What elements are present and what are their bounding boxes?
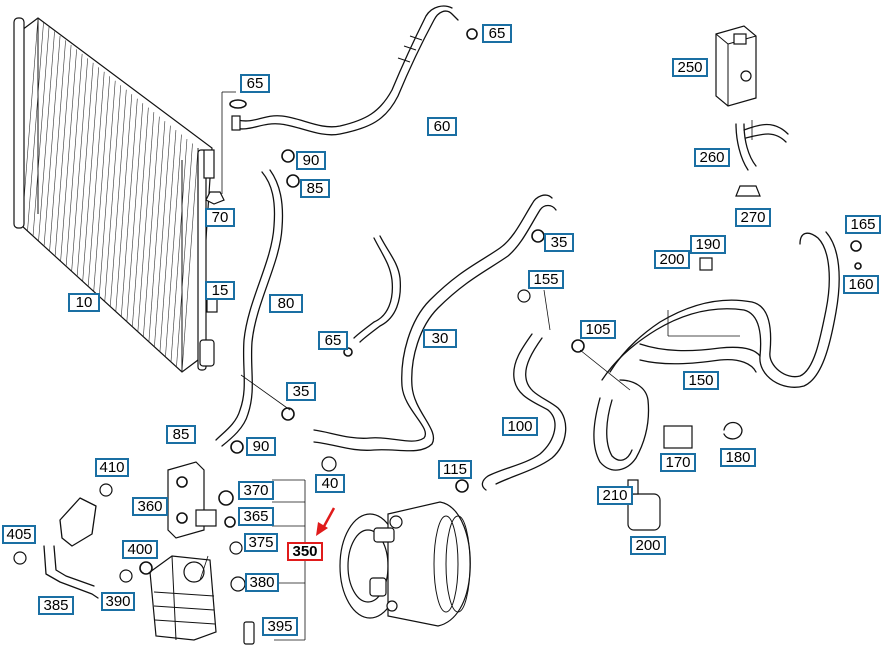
callout-365[interactable]: 365 bbox=[238, 507, 274, 526]
condenser-fin bbox=[93, 76, 111, 292]
condenser-fin bbox=[65, 53, 83, 267]
leader-lines bbox=[199, 91, 753, 641]
condenser-fin bbox=[132, 107, 149, 327]
condenser-fin bbox=[126, 103, 144, 322]
callout-155[interactable]: 160 bbox=[843, 275, 879, 294]
callout-390[interactable]: 385 bbox=[38, 596, 74, 615]
callout-385[interactable]: 395 bbox=[262, 617, 298, 636]
callout-15[interactable]: 15 bbox=[205, 281, 235, 300]
callout-65[interactable]: 65 bbox=[240, 74, 270, 93]
callout-210[interactable]: 210 bbox=[597, 486, 633, 505]
expansion-valve-drawing bbox=[167, 461, 217, 539]
condenser-fin bbox=[21, 17, 39, 227]
condenser-fin bbox=[137, 112, 155, 332]
callout-400[interactable]: 400 bbox=[122, 540, 158, 559]
callout-165[interactable]: 180 bbox=[720, 448, 756, 467]
condenser-fin bbox=[43, 35, 61, 247]
condenser-fin bbox=[71, 58, 88, 272]
callout-100[interactable]: 100 bbox=[502, 417, 538, 436]
callout-40[interactable]: 40 bbox=[315, 474, 345, 493]
highlight-arrow bbox=[316, 507, 336, 536]
hose-rib bbox=[409, 35, 423, 41]
condenser-fin bbox=[148, 121, 166, 342]
condenser-fin bbox=[165, 134, 182, 357]
callout-10[interactable]: 10 bbox=[68, 293, 100, 312]
callout-65[interactable]: 65 bbox=[318, 331, 348, 350]
compressor-drawing bbox=[339, 501, 471, 627]
callout-115[interactable]: 155 bbox=[528, 270, 564, 289]
callout-150[interactable]: 150 bbox=[683, 371, 719, 390]
callout-190[interactable]: 200 bbox=[654, 250, 690, 269]
callout-170[interactable]: 170 bbox=[660, 453, 696, 472]
condenser-fin bbox=[54, 44, 72, 257]
condenser-fin bbox=[109, 89, 127, 307]
callout-270[interactable]: 270 bbox=[735, 208, 771, 227]
callout-35[interactable]: 35 bbox=[286, 382, 316, 401]
small-parts bbox=[13, 28, 862, 645]
callout-405[interactable]: 405 bbox=[2, 525, 36, 544]
callout-105[interactable]: 105 bbox=[580, 320, 616, 339]
condenser-fin bbox=[60, 49, 77, 262]
callout-370[interactable]: 370 bbox=[238, 481, 274, 500]
condenser-fin bbox=[115, 94, 133, 312]
condenser-fin bbox=[49, 40, 66, 252]
callout-30[interactable]: 30 bbox=[423, 329, 457, 348]
callout-80[interactable]: 80 bbox=[269, 294, 303, 313]
callout-395[interactable]: 390 bbox=[101, 592, 135, 611]
condenser-fin bbox=[159, 130, 177, 352]
callout-250[interactable]: 250 bbox=[672, 58, 708, 77]
callout-350-highlighted[interactable]: 350 bbox=[287, 542, 323, 561]
callout-90[interactable]: 90 bbox=[246, 437, 276, 456]
condenser-fin bbox=[143, 116, 160, 337]
callout-380[interactable]: 375 bbox=[244, 533, 278, 552]
heat-exchanger-drawing bbox=[149, 555, 217, 641]
callout-180[interactable]: 190 bbox=[690, 235, 726, 254]
callout-70[interactable]: 70 bbox=[205, 208, 235, 227]
hose-rib bbox=[403, 45, 417, 51]
condenser-fin bbox=[32, 26, 50, 237]
callout-105[interactable]: 115 bbox=[438, 460, 472, 479]
callout-260[interactable]: 260 bbox=[694, 148, 730, 167]
condenser-fin bbox=[27, 22, 44, 232]
condenser-fin bbox=[98, 80, 116, 297]
condenser-fin bbox=[170, 139, 188, 362]
condenser-fin bbox=[82, 67, 99, 282]
callout-410[interactable]: 410 bbox=[95, 458, 129, 477]
callout-35[interactable]: 35 bbox=[544, 233, 574, 252]
callout-65[interactable]: 65 bbox=[482, 24, 512, 43]
condenser-fin bbox=[76, 62, 94, 277]
callout-85[interactable]: 85 bbox=[300, 179, 330, 198]
callout-85[interactable]: 85 bbox=[166, 425, 196, 444]
condenser-fin bbox=[176, 143, 193, 367]
condenser-fin bbox=[181, 147, 199, 373]
condenser-fin bbox=[104, 85, 122, 302]
callout-375[interactable]: 380 bbox=[245, 573, 279, 592]
condenser-fin bbox=[38, 31, 55, 242]
condenser-fin bbox=[87, 71, 105, 287]
callout-160[interactable]: 165 bbox=[845, 215, 881, 234]
condenser-drawing bbox=[13, 17, 213, 373]
callout-360[interactable]: 360 bbox=[132, 497, 168, 516]
drier-parts bbox=[199, 149, 225, 367]
condenser-fin bbox=[154, 125, 171, 347]
hose-rib bbox=[397, 57, 411, 63]
condenser-fin bbox=[121, 98, 138, 317]
callout-60[interactable]: 60 bbox=[427, 117, 457, 136]
valve-block-drawing bbox=[715, 25, 757, 107]
callout-90[interactable]: 90 bbox=[296, 151, 326, 170]
callout-200[interactable]: 200 bbox=[630, 536, 666, 555]
